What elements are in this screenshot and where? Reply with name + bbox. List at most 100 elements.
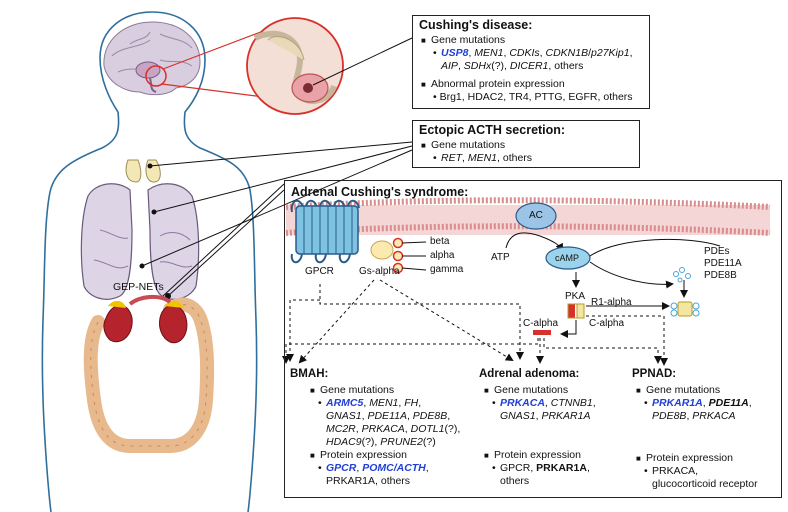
gene-token: glucocorticoid receptor [652,478,758,490]
gene-token: DOTL1 [410,423,445,435]
dashed-arrows [282,279,668,366]
ppnad-title: PPNAD: [632,368,677,380]
gene-token: PDE8B [652,410,687,422]
ppnad-gene-label: ■Gene mutations [636,384,721,396]
bullet: • [318,462,322,474]
adenoma-gene-label: ■Gene mutations [484,384,569,396]
ectopic-acth-box: Ectopic ACTH secretion: ■Gene mutations … [412,120,640,168]
gene-token: , [629,47,633,59]
ectopic-title: Ectopic ACTH secretion: [419,123,566,137]
ac-label: AC [529,210,543,221]
list-line: glucocorticoid receptor [644,478,758,491]
camp-label: cAMP [555,253,580,263]
gene-token: , [586,462,590,474]
gene-token: p27Kip1 [591,47,630,59]
adenoma-protein-label: ■Protein expression [484,449,581,461]
gene-token: , [404,423,411,435]
ppnad-protein-label: ■Protein expression [636,452,733,464]
gene-token: , [748,397,752,409]
list-line: •USP8, MEN1, CDKIs, CDKN1B/p27Kip1, [433,47,633,60]
gene-token: MEN1 [474,47,504,59]
c-alpha-label-right: C-alpha [589,318,625,329]
gene-token: PRKACA [500,397,545,409]
pituitary-zoom [246,17,413,115]
gene-token: DICER1 [509,60,549,72]
atp-label: ATP [491,252,510,263]
cushing-gene-list: •USP8, MEN1, CDKIs, CDKN1B/p27Kip1,AIP, … [433,47,633,73]
gene-token: ARMC5 [326,397,364,409]
gene-token: PRKAR1A, others [326,475,411,487]
list-line: MC2R, PRKACA, DOTL1(?), [318,423,460,436]
gep-nets-label: GEP-NETs [113,281,164,293]
bmah-title: BMAH: [290,368,329,380]
list-line: •ARMC5, MEN1, FH, [318,397,460,410]
gene-token: (?), [361,436,381,448]
gene-token: USP8 [441,47,469,59]
pdes-label: PDEs [704,246,730,257]
list-line: •PRKACA, CTNNB1, [492,397,596,410]
list-line: GNAS1, PRKAR1A [492,410,596,423]
alpha-label: alpha [430,250,455,261]
ppnad-gene-list: •PRKAR1A, PDE11A,PDE8B, PRKACA [644,397,752,423]
list-line: •RET, MEN1, others [433,152,532,165]
gene-token: MEN1 [467,152,498,164]
ppnad-protein-list: •PRKACA,glucocorticoid receptor [644,465,758,491]
list-line: HDAC9(?), PRUNE2(?) [318,436,460,449]
gene-token: CDKIs [509,47,540,59]
gene-token: HDAC9 [326,436,362,448]
gene-token: PDE8B [412,410,448,422]
bullet: • [644,397,648,409]
list-line: •GPCR, PRKAR1A, [492,462,590,475]
pde8b-label: PDE8B [704,270,737,281]
cushing-gene-label: ■Gene mutations [421,34,506,46]
list-line: AIP, SDHx(?), DICER1, others [433,60,633,73]
human-body-outline [41,11,258,512]
r1-alpha-label: R1-alpha [591,297,632,308]
adenoma-title: Adrenal adenoma: [479,368,580,380]
bmah-gene-list: •ARMC5, MEN1, FH,GNAS1, PDE11A, PDE8B,MC… [318,397,460,449]
inactive-pka [670,301,700,317]
list-line: •GPCR, POMC/ACTH, [318,462,429,475]
gene-token: PDE11A [708,397,749,409]
gene-token: , [462,152,468,164]
list-line: GNAS1, PDE11A, PDE8B, [318,410,460,423]
list-line: •PRKAR1A, PDE11A, [644,397,752,410]
gene-token: , [356,462,363,474]
g-protein-complex [370,237,427,274]
gene-token: , [418,397,422,409]
bmah-gene-label: ■Gene mutations [310,384,395,396]
adenoma-gene-list: •PRKACA, CTNNB1,GNAS1, PRKAR1A [492,397,596,423]
gene-token: MC2R [326,423,356,435]
abdomen-illustration [83,189,285,453]
gene-token: / [588,47,592,59]
gene-token: PDE11A [367,410,407,422]
gene-token: (?), [491,60,510,72]
bullet: • [492,462,496,474]
gene-token: others [500,475,530,487]
gene-token: FH [404,397,419,409]
gene-token: GNAS1 [500,410,536,422]
gene-token: , [468,47,475,59]
adenoma-protein-list: •GPCR, PRKAR1A,others [492,462,590,488]
gene-token: , [425,462,429,474]
gene-token: , [457,60,464,72]
gene-token: , [355,423,362,435]
gene-token: GPCR [326,462,357,474]
ectopic-gene-label: ■Gene mutations [421,139,506,151]
cushing-protein-label: ■Abnormal protein expression [421,78,565,90]
gene-token: (?), [444,423,461,435]
gene-token: , [398,397,405,409]
gene-token: , [361,410,368,422]
gene-token: (?) [422,436,436,448]
gamma-label: gamma [430,264,464,275]
gene-token: PRKACA, [652,465,699,477]
bullet: • [318,397,322,409]
list-line: PRKAR1A, others [318,475,429,488]
gene-token: PRKAR1A [652,397,703,409]
gene-token: , others [497,152,533,164]
gene-token: PRKACA [361,423,405,435]
pde11a-label: PDE11A [704,258,742,269]
cushing-disease-title: Cushing's disease: [419,18,533,32]
gene-token: CDKN1B [545,47,589,59]
